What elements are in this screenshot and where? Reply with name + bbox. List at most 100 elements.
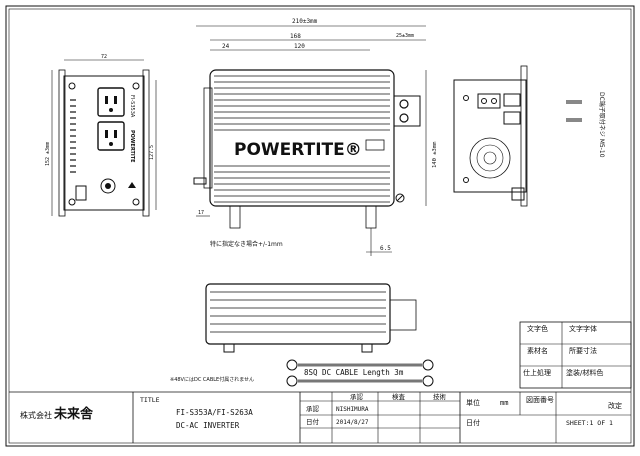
revision-label: 改定: [608, 401, 622, 410]
terminal-bolt-icon: [481, 98, 487, 104]
dim-127-5: 127.5: [149, 145, 155, 160]
cable-note: ※48VにはDC CABLE付属されません: [170, 376, 254, 383]
spec-value: 塗装/材料色: [566, 368, 603, 377]
outlet-slot: [105, 130, 108, 138]
approver-name: NISHIMURA: [336, 406, 369, 413]
outlet-ground: [109, 108, 113, 112]
right-side-view: DC端子取付ネジ M5-10: [453, 65, 606, 207]
outlet-slot: [105, 96, 108, 104]
ring-terminal-icon: [286, 359, 298, 371]
left-mount-flange-r: [142, 69, 150, 217]
product-name: DC-AC INVERTER: [176, 421, 240, 430]
usb-port-center: [105, 183, 111, 189]
screw-icon: [132, 82, 140, 90]
dim-25: 25±3mm: [396, 33, 414, 39]
inverter-side-outline: [205, 283, 391, 345]
mount-foot: [229, 205, 241, 229]
fan-vent: [503, 93, 521, 107]
screw-icon: [132, 198, 140, 206]
side-brand-text: POWERTITE: [129, 130, 135, 163]
left-side-view: FI-S353A POWERTITE 72 152 ±3mm 127.5: [45, 54, 157, 217]
header-approval: 承認: [350, 392, 364, 401]
spec-label: 文字色: [527, 324, 548, 333]
brand-logo: POWERTITE®: [234, 140, 362, 160]
ring-terminal-icon: [422, 359, 434, 371]
outlet-ground: [109, 142, 113, 146]
screw-icon: [68, 82, 76, 90]
spec-label: 素材名: [527, 346, 548, 355]
row-approved: 承認: [306, 404, 320, 413]
inner-border: [8, 8, 632, 444]
mount-foot: [361, 343, 373, 353]
right-panel-outline: [453, 79, 527, 193]
outlet-slot: [114, 130, 117, 138]
usb-port-icon: [100, 178, 116, 194]
ac-outlet-icon: [97, 121, 125, 151]
dim-152: 152 ±3mm: [45, 142, 51, 166]
warning-icon: [128, 182, 136, 188]
header-tech: 技術: [433, 392, 447, 401]
spec-value: 文字字体: [569, 324, 597, 333]
left-mount-flange-l: [58, 69, 66, 217]
company-name: 未来舎: [53, 406, 94, 422]
side-terminal: [389, 299, 417, 331]
drawing-no-label: 図面番号: [526, 396, 554, 404]
ground-screw-icon: [395, 193, 405, 203]
screw-label: DC端子取付ネジ M5-10: [598, 92, 606, 158]
terminal-bolt-icon: [399, 113, 409, 123]
ac-outlet-icon: [97, 87, 125, 117]
vent-slots: [70, 99, 76, 173]
heat-sink-fins: [214, 75, 390, 203]
bottom-side-view: 8SQ DC CABLE Length 3m ※48VにはDC CABLE付属さ…: [170, 283, 434, 387]
dim-24: 24: [222, 43, 230, 50]
mount-foot: [365, 205, 377, 229]
power-switch-icon: [75, 185, 87, 201]
screw-icon: [463, 95, 469, 101]
dim-72: 72: [101, 54, 107, 60]
mount-foot: [223, 343, 235, 353]
terminal-bolt-icon: [491, 98, 497, 104]
right-mount-flange: [520, 65, 528, 207]
title-label: TITLE: [140, 396, 160, 404]
terminal-bolt-icon: [399, 99, 409, 109]
header-check: 検査: [392, 392, 406, 401]
dim-6-5: 6.5: [380, 245, 391, 252]
outlet-slot: [114, 96, 117, 104]
ring-terminal-icon: [286, 375, 298, 387]
label-plate: [365, 139, 385, 151]
ground-terminal: [511, 187, 525, 201]
main-top-view: 210±3mm 168 24 120 25±3mm POWERTITE®: [193, 18, 438, 256]
side-model-text: FI-S353A: [129, 95, 135, 118]
outer-border: [5, 5, 635, 447]
fan-grille-icon: [469, 137, 511, 179]
screw-icon: [68, 198, 76, 206]
logo-area: [216, 134, 366, 162]
remote-jack: [193, 177, 207, 185]
unit-label: 単位: [466, 398, 480, 407]
date-label: 日付: [466, 418, 480, 427]
cable-label: 8SQ DC CABLE Length 3m: [304, 368, 404, 377]
dim-120: 120: [294, 43, 305, 50]
title-block: 株式会社 未来舎 TITLE FI-S353A/FI-S263A DC-AC I…: [9, 391, 631, 443]
dim-168: 168: [290, 33, 301, 40]
spec-value: 所要寸法: [569, 346, 597, 355]
screw-accessory-icon: [566, 100, 582, 104]
dim-210: 210±3mm: [292, 18, 318, 25]
side-fins: [210, 291, 386, 333]
row-date: 日付: [306, 417, 320, 426]
model-name: FI-S353A/FI-S263A: [176, 408, 253, 417]
fan-vent: [503, 111, 521, 125]
approval-date: 2014/8/27: [336, 419, 369, 426]
dc-input-block: [477, 93, 501, 109]
sheet-number: SHEET:1 OF 1: [566, 419, 613, 427]
screw-accessory-icon: [566, 118, 582, 122]
dim-17: 17: [198, 210, 204, 216]
spec-label: 仕上処理: [523, 368, 551, 377]
dc-terminal-block: [393, 95, 421, 127]
left-panel-outline: [63, 75, 145, 211]
tolerance-note: 特に指定なき場合+/-1mm: [210, 240, 283, 248]
ring-terminal-icon: [422, 375, 434, 387]
spec-table: 文字色 文字字体 素材名 所要寸法 仕上処理 塗装/材料色: [519, 321, 632, 389]
screw-icon: [463, 177, 469, 183]
